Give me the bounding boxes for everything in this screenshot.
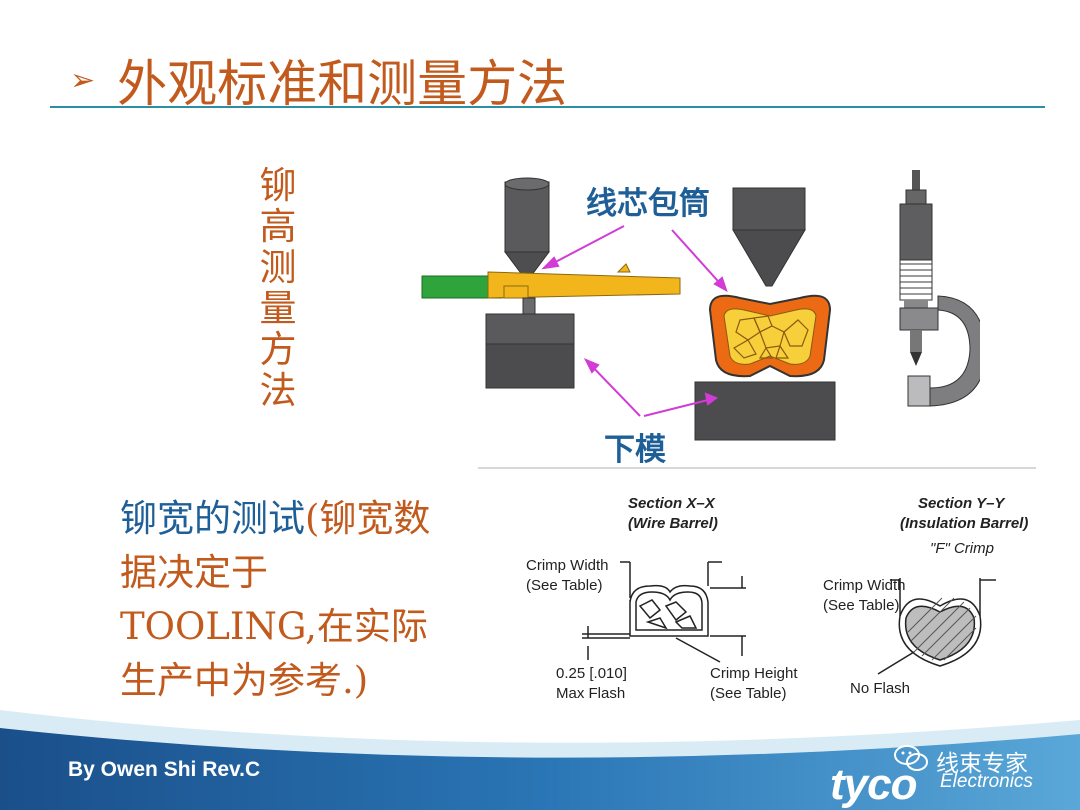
- flash-value-label: 0.25 [.010]: [556, 665, 627, 682]
- brand-cn: 线束专家: [936, 751, 1028, 777]
- brand-sub: Electronics: [940, 771, 1033, 792]
- vertical-label: 铆高测量方法: [259, 164, 297, 412]
- section-y-title: Section Y–Y: [918, 495, 1005, 512]
- note-text: 铆宽的测试(铆宽数据决定于 TOOLING,在实际生产中为参考.): [120, 492, 450, 708]
- section-y-crimp: "F" Crimp: [930, 540, 994, 557]
- crimp-height-label: Crimp Height: [710, 665, 798, 682]
- crimp-diagram: [421, 170, 980, 441]
- micrometer: [899, 170, 980, 407]
- left-punch: [504, 177, 550, 277]
- title-text: 外观标准和测量方法: [117, 55, 568, 113]
- see-table-label-1: (See Table): [526, 577, 603, 594]
- section-x-subtitle: (Wire Barrel): [628, 515, 718, 532]
- note-blue-text: 铆宽的测试: [120, 497, 305, 540]
- see-table-label-3: (See Table): [710, 685, 787, 702]
- max-flash-label: Max Flash: [556, 685, 626, 702]
- note-orange-text-2: TOOLING,在实际生产中为参考.): [120, 605, 428, 702]
- core-barrel-label: 线芯包筒: [586, 186, 710, 222]
- wechat-icon: [894, 745, 928, 771]
- section-diagram: [478, 467, 1036, 675]
- brand-logo: tyco: [830, 760, 917, 809]
- title-arrow-icon: ➢: [70, 62, 96, 98]
- footer-band: [0, 710, 1080, 810]
- title-divider: [50, 106, 1045, 108]
- section-y-subtitle: (Insulation Barrel): [900, 515, 1029, 532]
- crimp-width-label-1: Crimp Width: [526, 557, 609, 574]
- section-x-title: Section X–X: [628, 495, 715, 512]
- no-flash-label: No Flash: [850, 680, 911, 697]
- slide-title: ➢ 外观标准和测量方法: [70, 44, 567, 116]
- lower-die-label: 下模: [604, 432, 666, 468]
- see-table-label-2: (See Table): [823, 597, 900, 614]
- footer-author: By Owen Shi Rev.C: [68, 758, 261, 781]
- crimp-width-label-2: Crimp Width: [823, 577, 906, 594]
- note-orange-text-1: (铆宽数据决定于: [120, 497, 431, 594]
